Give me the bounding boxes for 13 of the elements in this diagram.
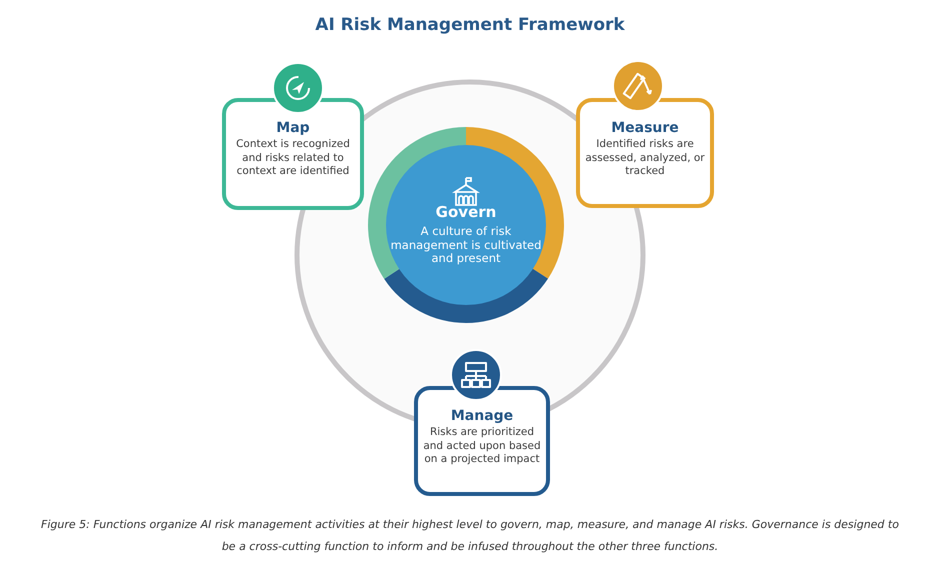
heading: Map bbox=[276, 120, 310, 136]
description: Context is recognized and risks related to context are identified bbox=[235, 138, 351, 178]
description: Identified risks are assessed, analyzed, or tracked bbox=[584, 138, 706, 178]
caption: Figure 5: Functions organize AI risk management activities at their highest level to govern, map, measure, and manage AI risks. Governance is designed to be a cross-cutting function to inform and be infused throughout the other three functions. bbox=[40, 517, 900, 555]
description: A culture of risk management is cultivated and present bbox=[390, 225, 542, 266]
heading: Govern bbox=[436, 203, 496, 221]
measure-card bbox=[576, 98, 714, 208]
heading: Measure bbox=[611, 120, 679, 136]
description: Risks are prioritized and acted upon based on a projected impact bbox=[422, 426, 542, 466]
title: AI Risk Management Framework bbox=[314, 15, 626, 35]
map-card bbox=[222, 98, 364, 210]
manage-card bbox=[414, 386, 550, 496]
heading: Manage bbox=[450, 408, 514, 424]
